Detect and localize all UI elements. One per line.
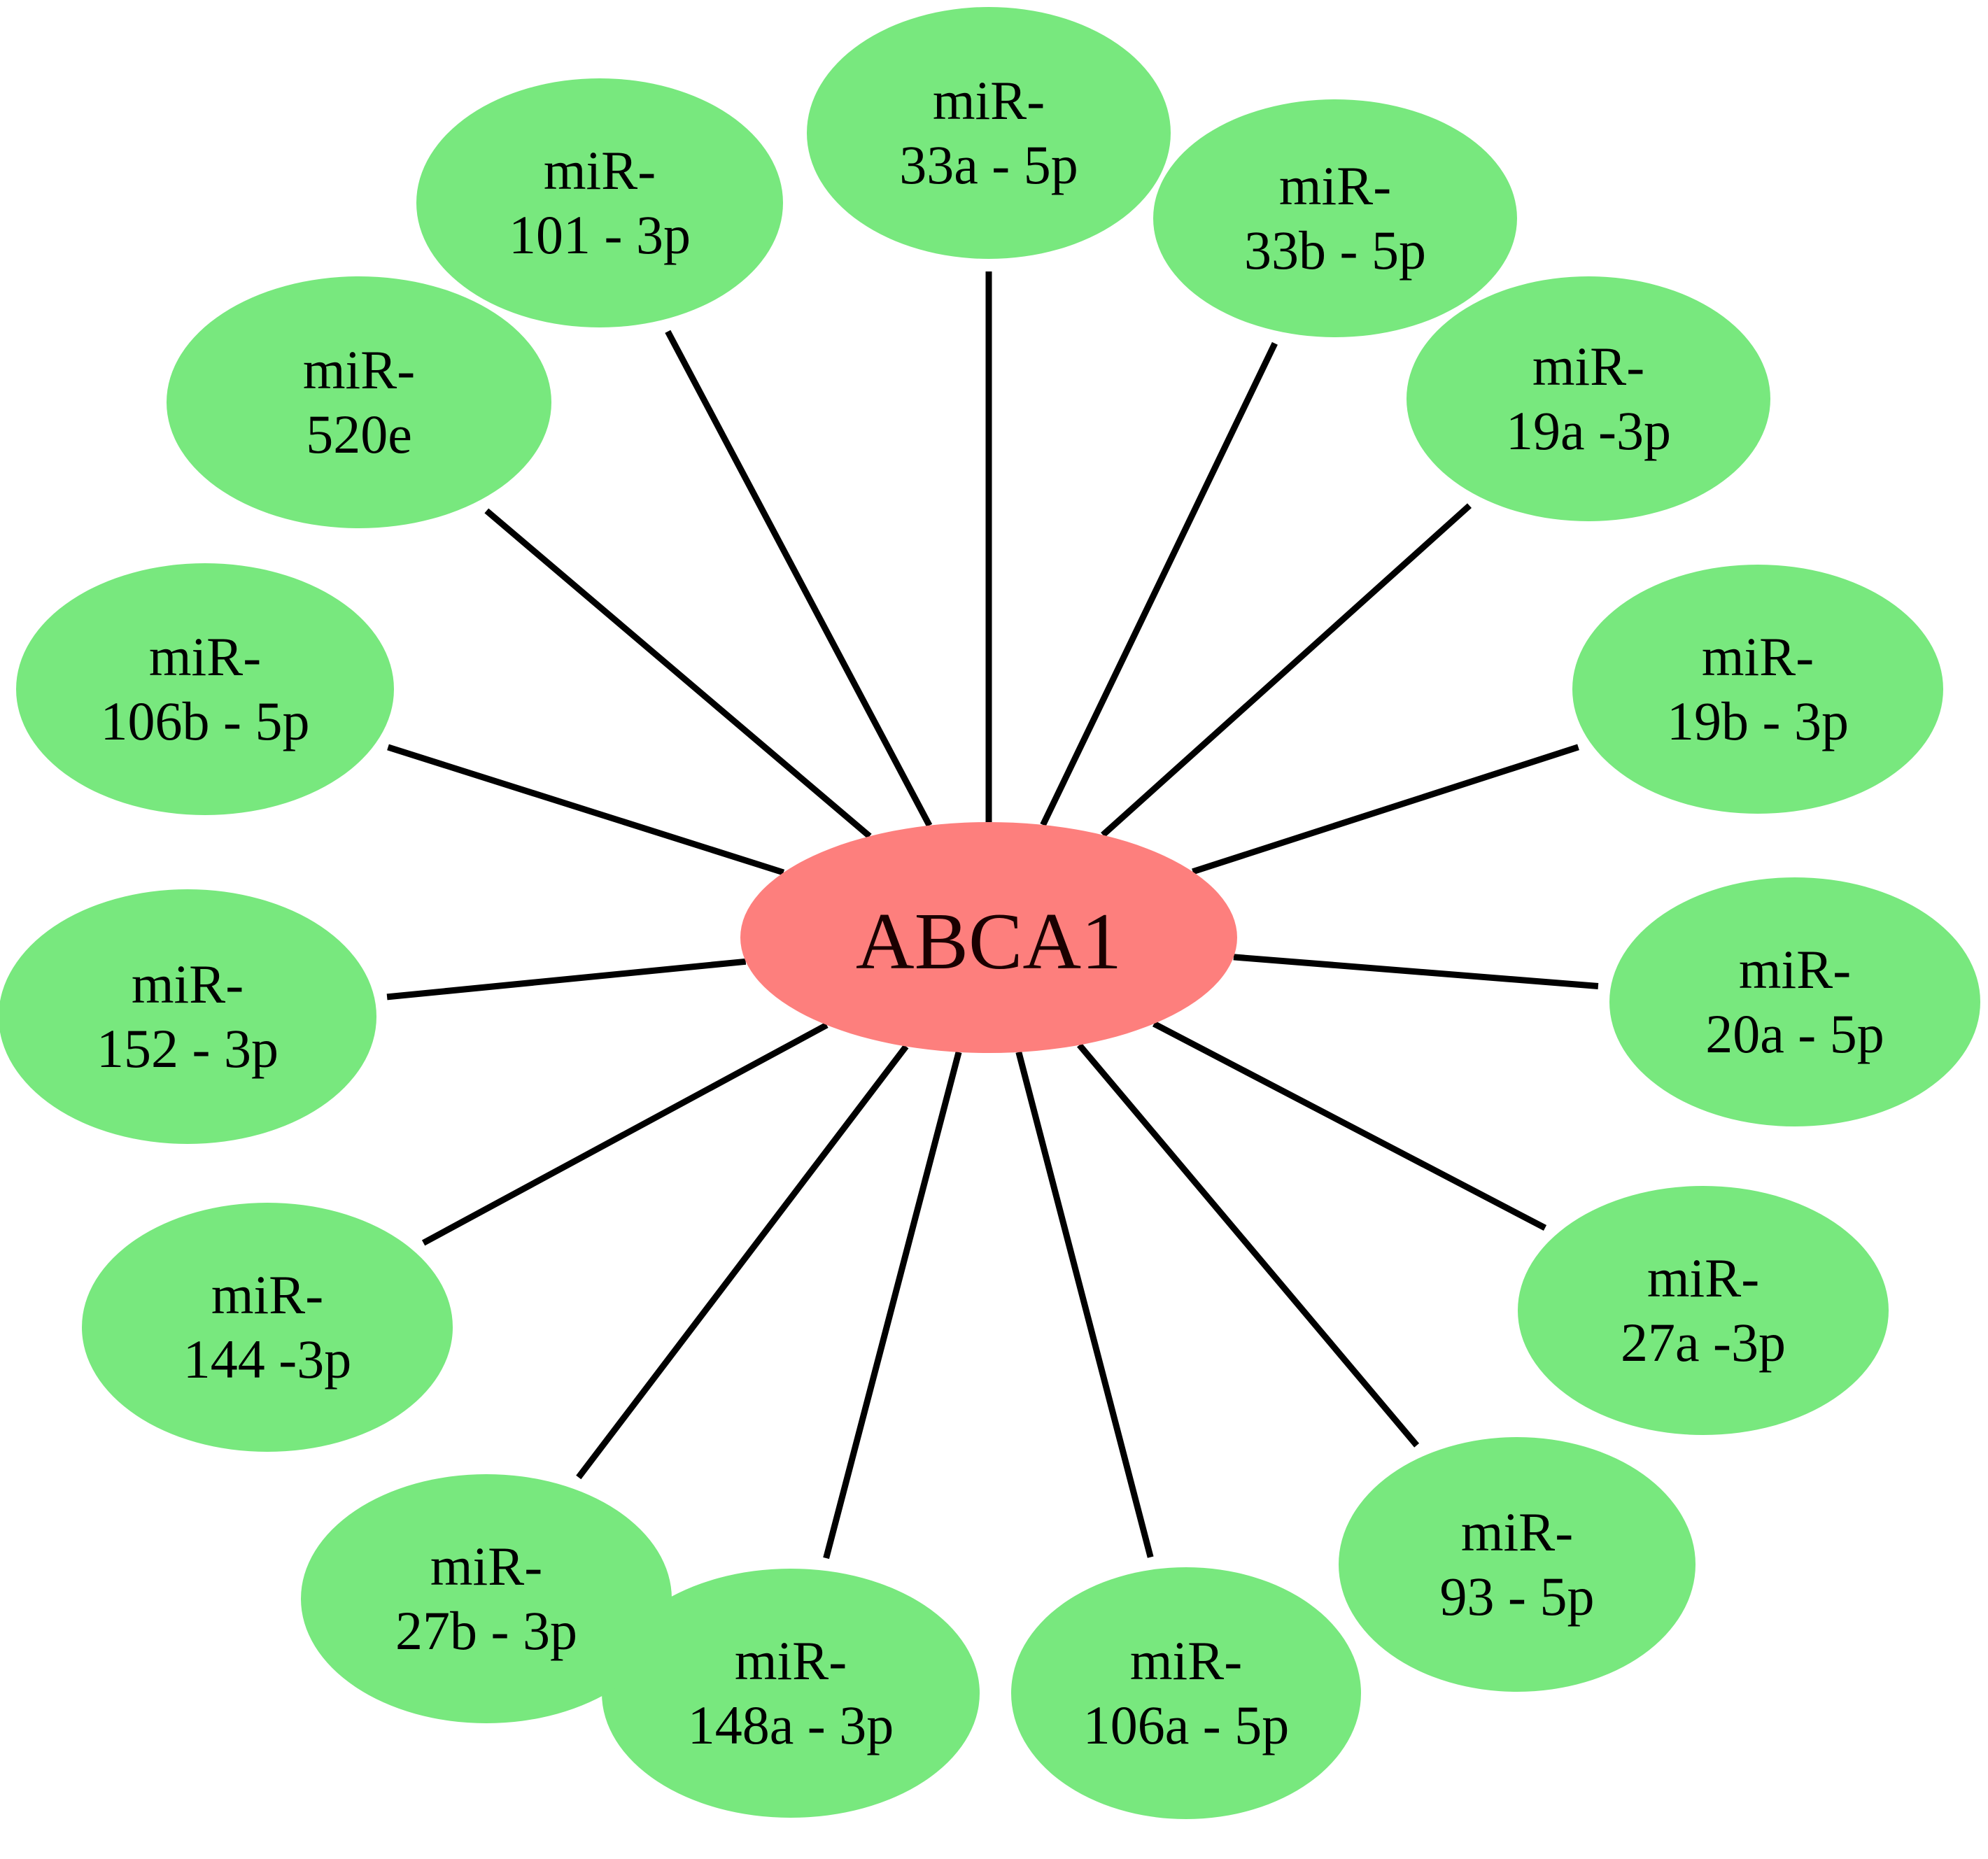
mirna-label-line2: 20a - 5p xyxy=(1705,1003,1884,1064)
mirna-label-line2: 19b - 3p xyxy=(1667,691,1849,751)
mirna-ellipse xyxy=(1407,276,1770,521)
mirna-label-line2: 27b - 3p xyxy=(395,1600,577,1661)
mirna-label-line2: 520e xyxy=(306,404,412,465)
mirna-label-line2: 106a - 5p xyxy=(1083,1695,1290,1755)
mirna-label-line1: miR- xyxy=(132,954,244,1015)
mirna-ellipse xyxy=(0,889,376,1144)
mirna-label-line2: 148a - 3p xyxy=(688,1695,894,1755)
mirna-label-line1: miR- xyxy=(1532,336,1644,397)
mirna-node-mir-19b-3p: miR-19b - 3p xyxy=(1572,565,1943,814)
mirna-label-line1: miR- xyxy=(1279,155,1391,216)
mirna-label-line2: 33a - 5p xyxy=(899,134,1078,195)
mirna-label-line1: miR- xyxy=(1647,1247,1759,1308)
edge-abca1-mir-148a-3p xyxy=(823,1051,962,1560)
mirna-label-line1: miR- xyxy=(1702,626,1814,687)
edge-abca1-mir-19a-3p xyxy=(1101,503,1472,837)
mirna-label-line2: 27a -3p xyxy=(1621,1312,1786,1373)
edge-abca1-mir-152-3p xyxy=(386,958,747,1001)
mirna-label-line1: miR- xyxy=(735,1630,847,1691)
mirna-ellipse xyxy=(82,1203,453,1452)
edge-abca1-mir-19b-3p xyxy=(1192,744,1579,875)
edge-abca1-mir-27a-3p xyxy=(1152,1021,1547,1231)
mirna-node-mir-20a-5p: miR-20a - 5p xyxy=(1609,877,1980,1126)
edge-abca1-mir-144-3p xyxy=(421,1022,829,1246)
mirna-ellipse xyxy=(1011,1567,1361,1819)
mirna-ellipse xyxy=(167,276,551,528)
mirna-node-mir-144-3p: miR-144 -3p xyxy=(82,1203,453,1452)
mirna-ellipse xyxy=(1609,877,1980,1126)
mirna-ellipse xyxy=(1153,99,1517,337)
mirna-label-line2: 106b - 5p xyxy=(101,691,310,751)
mirna-label-line2: 93 - 5p xyxy=(1440,1566,1595,1627)
hub-node-abca1: ABCA1 xyxy=(740,822,1237,1053)
edge-abca1-mir-520e xyxy=(484,508,872,839)
mirna-label-line2: 33b - 5p xyxy=(1244,220,1426,281)
mirna-label-line2: 152 - 3p xyxy=(97,1018,279,1079)
edge-abca1-mir-101-3p xyxy=(665,330,933,827)
mirna-node-mir-27b-3p: miR-27b - 3p xyxy=(301,1474,672,1723)
mirna-node-mir-93-5p: miR-93 - 5p xyxy=(1339,1437,1696,1692)
mirna-node-mir-520e: miR-520e xyxy=(167,276,551,528)
mirna-label-line1: miR- xyxy=(1461,1501,1573,1562)
mirna-ellipse xyxy=(1339,1437,1696,1692)
mirna-label-line1: miR- xyxy=(544,140,656,201)
mirna-node-mir-106b-5p: miR-106b - 5p xyxy=(16,563,394,815)
mirna-label-line1: miR- xyxy=(933,70,1045,131)
mirna-ellipse xyxy=(807,7,1171,259)
mirna-label-line1: miR- xyxy=(149,626,261,687)
mirna-label-line1: miR- xyxy=(1739,939,1851,1000)
edge-abca1-mir-27b-3p xyxy=(576,1044,909,1480)
mirna-ellipse xyxy=(416,78,783,327)
mirna-ellipse xyxy=(1518,1186,1889,1435)
mirna-ellipse xyxy=(16,563,394,815)
mirna-label-line1: miR- xyxy=(303,339,415,400)
mirna-node-mir-27a-3p: miR-27a -3p xyxy=(1518,1186,1889,1435)
mirna-label-line1: miR- xyxy=(430,1536,542,1597)
mirna-label-line1: miR- xyxy=(211,1264,323,1325)
mirna-ellipse xyxy=(602,1569,980,1818)
mirna-label-line2: 101 - 3p xyxy=(509,204,691,265)
edge-abca1-mir-106b-5p xyxy=(387,744,785,876)
mirna-label-line2: 19a -3p xyxy=(1506,400,1671,461)
edge-abca1-mir-20a-5p xyxy=(1233,954,1599,989)
mirna-label-line1: miR- xyxy=(1130,1630,1242,1691)
edge-abca1-mir-33b-5p xyxy=(1040,341,1278,826)
mirna-ellipse xyxy=(1572,565,1943,814)
mirna-ellipse xyxy=(301,1474,672,1723)
mirna-node-mir-101-3p: miR-101 - 3p xyxy=(416,78,783,327)
mirna-label-line2: 144 -3p xyxy=(183,1329,351,1390)
mirna-node-mir-19a-3p: miR-19a -3p xyxy=(1407,276,1770,521)
hub-label: ABCA1 xyxy=(856,897,1122,987)
mirna-node-mir-152-3p: miR-152 - 3p xyxy=(0,889,376,1144)
edge-abca1-mir-106a-5p xyxy=(1015,1051,1154,1558)
edges xyxy=(386,271,1599,1560)
hub-ellipse xyxy=(740,822,1237,1053)
edge-abca1-mir-93-5p xyxy=(1077,1042,1420,1448)
mirna-node-mir-148a-3p: miR-148a - 3p xyxy=(602,1569,980,1818)
mirna-node-mir-33b-5p: miR-33b - 5p xyxy=(1153,99,1517,337)
mirna-node-mir-106a-5p: miR-106a - 5p xyxy=(1011,1567,1361,1819)
mirna-node-mir-33a-5p: miR-33a - 5p xyxy=(807,7,1171,259)
